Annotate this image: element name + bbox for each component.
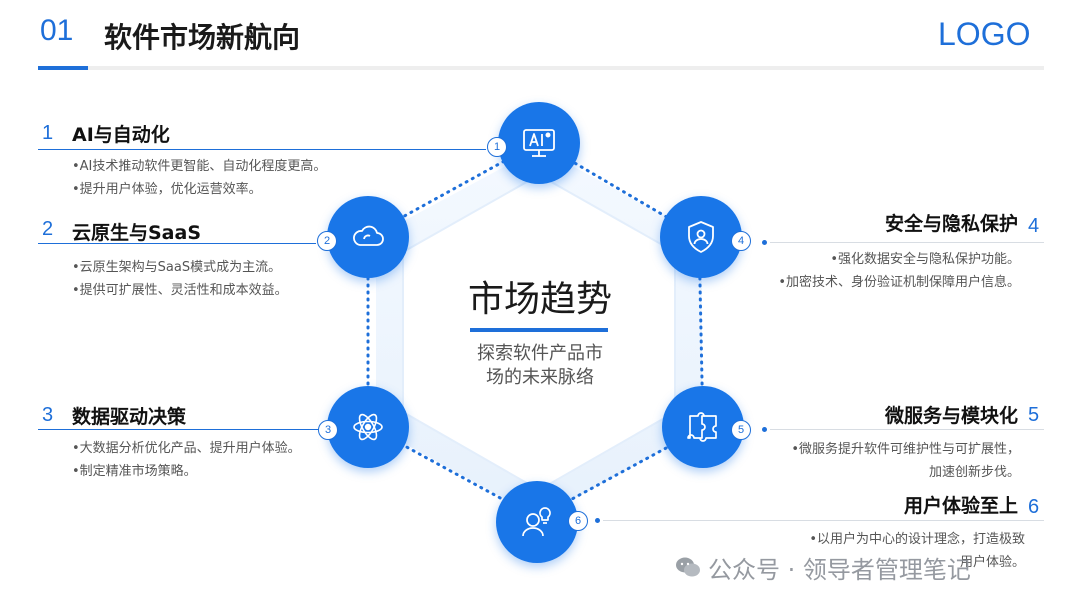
- atom-icon: [353, 413, 383, 441]
- trend-badge-3: 3: [318, 420, 338, 440]
- user-idea-icon: [522, 507, 551, 537]
- center-subtitle: 探索软件产品市 场的未来脉络: [455, 342, 625, 390]
- trend-node-1: [498, 102, 580, 184]
- trend-node-4: [660, 196, 742, 278]
- item-4-title: 安全与隐私保护: [884, 213, 1018, 235]
- item-6-desc-line-2: 用户体验。: [959, 555, 1025, 570]
- item-4-desc-line-1: •强化数据安全与隐私保护功能。: [830, 252, 1020, 267]
- item-4-desc: •强化数据安全与隐私保护功能。 •加密技术、身份验证机制保障用户信息。: [778, 248, 1020, 294]
- item-2-desc: •云原生架构与SaaS模式成为主流。 •提供可扩展性、灵活性和成本效益。: [72, 256, 288, 302]
- item-1-title: AI与自动化: [72, 124, 170, 146]
- item-1-desc-line-2: •提升用户体验，优化运营效率。: [72, 182, 262, 197]
- trend-node-3: [327, 386, 409, 468]
- item-1-connector: [38, 149, 486, 150]
- item-5-dot: [762, 427, 767, 432]
- trend-badge-6: 6: [568, 511, 588, 531]
- item-6-number: 6: [1028, 496, 1040, 518]
- item-1-desc: •AI技术推动软件更智能、自动化程度更高。 •提升用户体验，优化运营效率。: [72, 155, 326, 201]
- page-title: 软件市场新航向: [104, 21, 301, 54]
- item-3-connector: [38, 429, 320, 430]
- item-4-connector: [770, 242, 1044, 243]
- trend-badge-1: 1: [487, 137, 507, 157]
- item-4-number: 4: [1028, 215, 1040, 237]
- trend-node-2: [327, 196, 409, 278]
- item-5-number: 5: [1028, 404, 1040, 426]
- shield-user-icon: [688, 221, 714, 253]
- puzzle-icon: [687, 412, 717, 442]
- trend-node-6: [496, 481, 578, 563]
- item-5-desc-line-1: •微服务提升软件可维护性与可扩展性，: [791, 442, 1020, 457]
- watermark: 公众号 · 领导者管理笔记: [708, 556, 971, 584]
- item-5-desc-line-2: 加速创新步伐。: [928, 465, 1020, 480]
- item-2-connector: [38, 243, 316, 244]
- item-3-desc-line-1: •大数据分析优化产品、提升用户体验。: [72, 441, 301, 456]
- header-divider-accent: [38, 66, 88, 70]
- trend-badge-2: 2: [317, 231, 337, 251]
- item-4-desc-line-2: •加密技术、身份验证机制保障用户信息。: [778, 275, 1020, 290]
- item-3-desc: •大数据分析优化产品、提升用户体验。 •制定精准市场策略。: [72, 437, 301, 483]
- header-divider: [38, 66, 1044, 70]
- item-1-desc-line-1: •AI技术推动软件更智能、自动化程度更高。: [72, 159, 327, 174]
- wechat-icon: [676, 557, 700, 577]
- logo: LOGO: [938, 16, 1031, 52]
- item-5-desc: •微服务提升软件可维护性与可扩展性， 加速创新步伐。: [791, 438, 1020, 484]
- ai-monitor-icon: [523, 129, 555, 157]
- item-2-desc-line-1: •云原生架构与SaaS模式成为主流。: [72, 260, 282, 275]
- item-5-connector: [770, 429, 1044, 430]
- item-3-number: 3: [42, 404, 54, 426]
- item-6-connector: [603, 520, 1044, 521]
- item-3-desc-line-2: •制定精准市场策略。: [72, 464, 197, 479]
- item-1-number: 1: [42, 122, 54, 144]
- trend-badge-4: 4: [731, 231, 751, 251]
- section-number: 01: [40, 14, 74, 47]
- center-subtitle-line-1: 探索软件产品市: [477, 343, 603, 364]
- cloud-icon: [353, 225, 384, 246]
- center-title: 市场趋势: [467, 279, 612, 320]
- item-6-dot: [595, 518, 600, 523]
- item-6-desc-line-1: •以用户为中心的设计理念，打造极致: [809, 532, 1025, 547]
- center-subtitle-line-2: 场的未来脉络: [486, 367, 594, 388]
- trend-node-5: [662, 386, 744, 468]
- item-6-title: 用户体验至上: [903, 495, 1018, 517]
- item-3-title: 数据驱动决策: [72, 406, 187, 428]
- item-2-desc-line-2: •提供可扩展性、灵活性和成本效益。: [72, 283, 288, 298]
- item-6-desc: •以用户为中心的设计理念，打造极致 用户体验。: [809, 528, 1025, 574]
- item-2-title: 云原生与SaaS: [72, 222, 202, 244]
- item-5-title: 微服务与模块化: [884, 405, 1018, 427]
- center-divider: [470, 328, 608, 332]
- item-2-number: 2: [42, 218, 54, 240]
- trend-badge-5: 5: [731, 420, 751, 440]
- item-4-dot: [762, 240, 767, 245]
